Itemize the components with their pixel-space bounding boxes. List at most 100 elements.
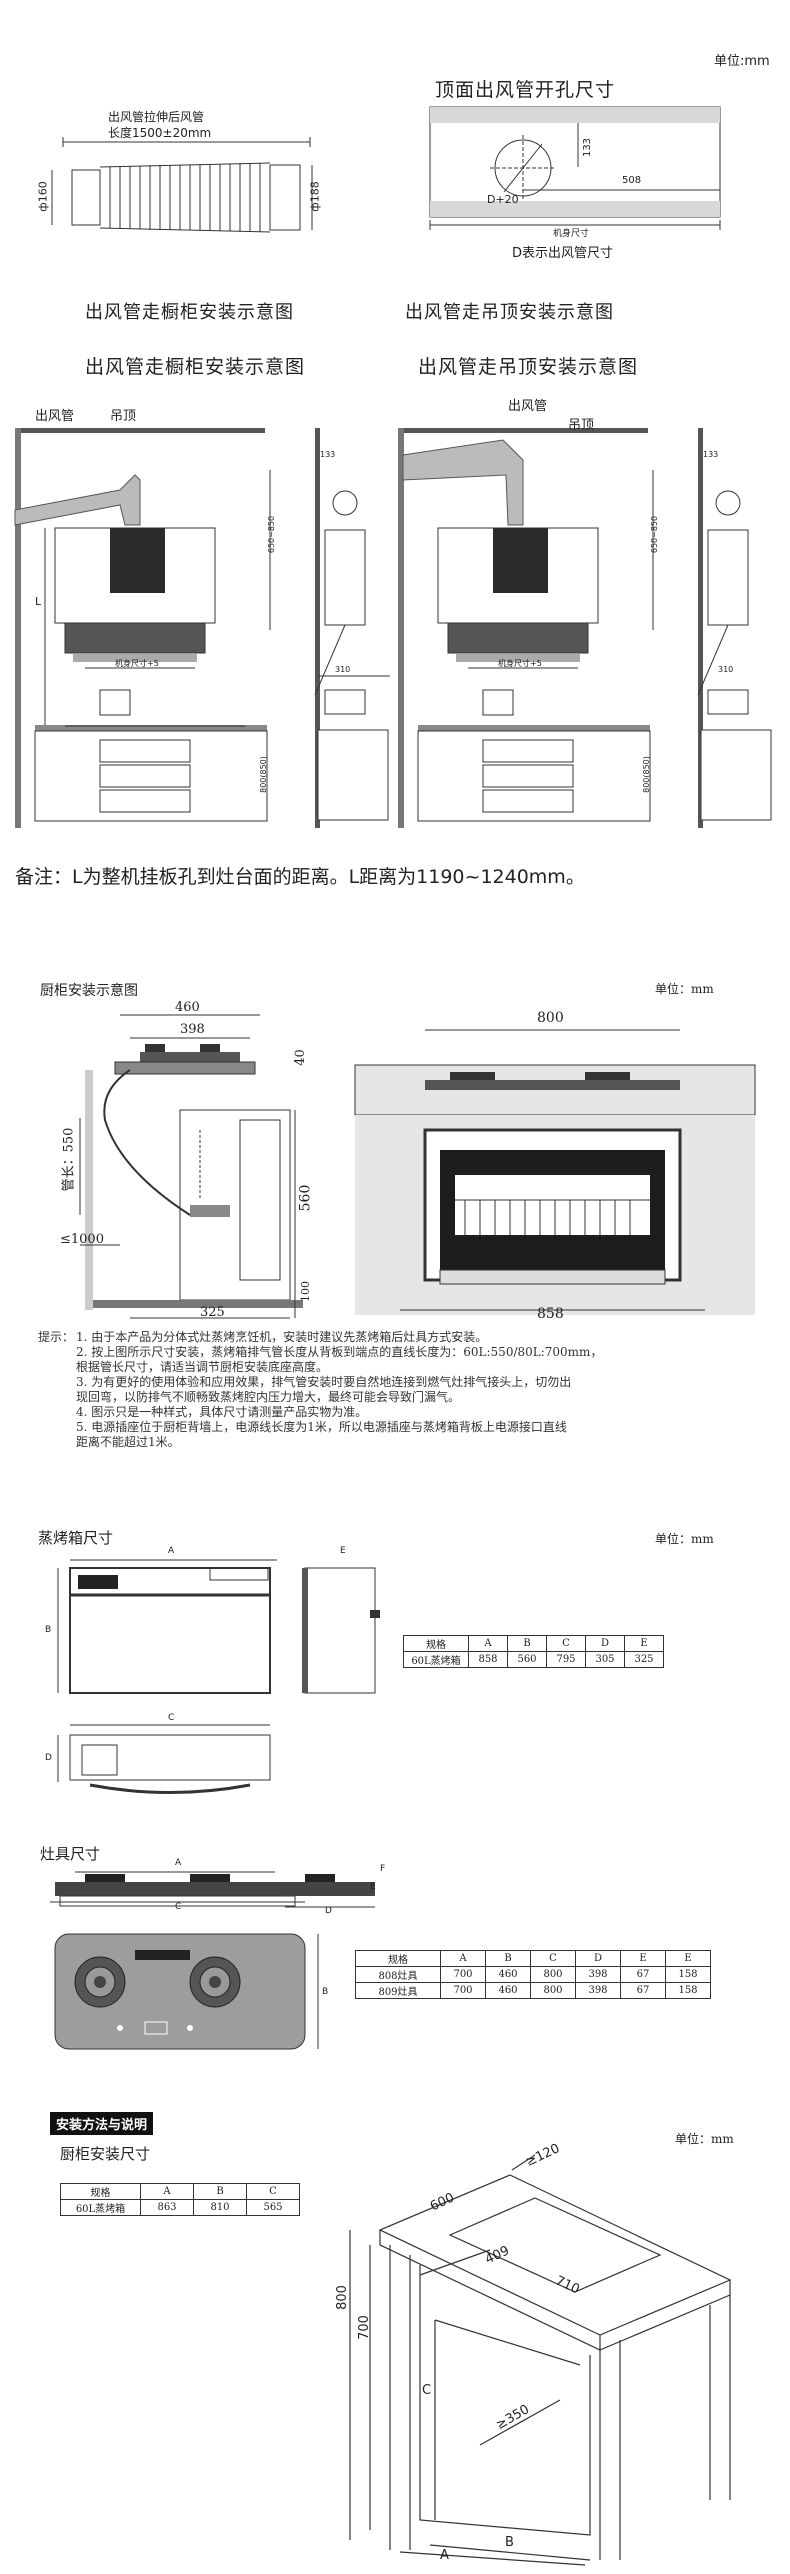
oven-letter-e: E [340,1546,346,1556]
hob-letter-e: E [370,1882,376,1892]
cab-dim-pipe: 管长：550 [61,1127,77,1192]
tip-line: 4. 图示只是一种样式，具体尺寸请测量产品实物为准。 [76,1405,368,1419]
cab-dim-100: 100 [299,1281,312,1302]
install-drawing-left [14,428,390,828]
heading-cabinet-2: 出风管走橱柜安装示意图 [85,356,306,378]
table-header: D [585,1635,625,1652]
table-cell: 800 [530,1982,576,1999]
tip-line: 1. 由于本产品为分体式灶蒸烤烹饪机，安装时建议先蒸烤箱后灶具方式安装。 [76,1330,488,1344]
table-header: 规格 [403,1635,469,1652]
install-drawing-right [398,428,772,828]
install-dim-310-left: 310 [335,665,351,674]
install-dim-310-right: 310 [718,665,734,674]
top-hole-dim-133: 133 [582,137,594,158]
table-cell: 60L蒸烤箱 [60,2199,141,2216]
hob-size-title: 灶具尺寸 [40,1845,101,1863]
oven-letter-d: D [45,1753,52,1763]
table-cell: 808灶具 [355,1966,441,1983]
duct-dia-right: ф188 [308,181,322,212]
duct-length-label-1: 出风管拉伸后风管 [108,110,205,124]
iso-dim-700: 700 [356,2315,372,2340]
top-hole-dim-d: D+20 [487,193,519,206]
install-diagram-cabinet: 出风管 吊顶 650~850 L 机身尺寸+5 310 133 800(850) [14,400,395,830]
table-header: A [140,2183,194,2200]
install-method-title: 厨柜安装尺寸 [60,2145,151,2163]
cabinet-side-view: 460 398 40 管长：550 ≤1000 560 100 325 [60,1000,320,1320]
top-hole-title: 顶面出风管开孔尺寸 [435,79,616,101]
hob-drawing [50,1871,375,2050]
iso-letter-b: B [505,2535,514,2550]
duct-drawing [51,137,313,233]
hob-letter-d: D [325,1906,332,1916]
table-header-row: 规格 A B C [60,2183,300,2200]
cabinet-iso-view: 600 ≥120 409 710 800 700 C ≥350 B A [330,2140,750,2566]
install-dim-133-right: 133 [703,450,719,459]
install-label-duct-right: 出风管 [508,399,548,414]
table-header: E [624,1635,664,1652]
table-row: 808灶具 700 460 800 398 67 158 [355,1966,711,1983]
install-dim-650-right: 650~850 [650,515,660,554]
hob-spec-table: 规格 A B C D E E 808灶具 700 460 800 398 67 … [355,1950,711,1999]
cab-dim-858: 858 [537,1306,564,1322]
hob-letter-a: A [175,1858,182,1868]
hob-letter-b: B [322,1987,329,1997]
table-cell: 158 [665,1982,711,1999]
table-cell: 863 [140,2199,194,2216]
install-note: 备注：L为整机挂板孔到灶台面的距离。L距离为1190~1240mm。 [15,866,585,888]
table-row: 809灶具 700 460 800 398 67 158 [355,1982,711,1999]
table-cell: 325 [624,1651,664,1668]
hob-letter-c: C [175,1902,182,1912]
table-header-row: 规格 A B C D E E [355,1950,711,1967]
table-header: B [507,1635,547,1652]
iso-dim-800: 800 [334,2285,350,2310]
table-cell: 700 [440,1982,486,1999]
oven-letter-a: A [168,1546,175,1556]
table-cell: 700 [440,1966,486,1983]
cabinet-install-title: 厨柜安装示意图 [40,983,138,999]
top-hole-dim-508: 508 [622,175,642,186]
top-hole-figure: 顶面出风管开孔尺寸 133 D+20 508 机身尺寸 D表示出风管尺寸 [429,75,730,285]
table-cell: 460 [485,1982,531,1999]
install-dim-body-right: 机身尺寸+5 [498,659,542,668]
install-label-duct-left: 出风管 [35,409,75,424]
heading-ceiling-2: 出风管走吊顶安装示意图 [418,356,639,378]
cab-dim-460: 460 [175,1000,200,1015]
install-diagram-ceiling: 出风管 吊顶 650~850 机身尺寸+5 310 133 800(850) [398,399,778,830]
install-dim-133-left: 133 [320,450,336,459]
table-cell: 305 [585,1651,625,1668]
duct-dia-left: ф160 [36,181,50,212]
tip-line: 5. 电源插座位于厨柜背墙上，电源线长度为1米，所以电源插座与蒸烤箱背板上电源接… [76,1420,567,1434]
table-cell: 810 [193,2199,247,2216]
table-cell: 398 [575,1982,621,1999]
tip-line: 现回弯，以防排气不顺畅致蒸烤腔内压力增大，最终可能会导致门漏气。 [76,1390,461,1404]
cabinet-install-unit: 单位：mm [655,982,714,996]
hob-drawings: A C D E F B [40,1858,460,2072]
table-cell: 158 [665,1966,711,1983]
tip-line: 距离不能超过1米。 [76,1435,180,1449]
table-cell: 858 [468,1651,508,1668]
table-row: 60L蒸烤箱 863 810 565 [60,2199,300,2216]
iso-letter-c: C [422,2383,432,2398]
install-dim-l: L [35,595,42,608]
table-cell: 60L蒸烤箱 [403,1651,469,1668]
iso-letter-a: A [440,2548,449,2563]
install-method-unit: 单位：mm [675,2132,734,2146]
install-label-ceiling-right: 吊顶 [568,418,595,433]
install-method-table: 规格 A B C 60L蒸烤箱 863 810 565 [60,2183,300,2216]
cabinet-iso-drawing [349,2154,732,2566]
cab-dim-560: 560 [297,1184,314,1212]
install-label-ceiling-left: 吊顶 [110,409,137,424]
table-header: A [440,1950,486,1967]
oven-letter-c: C [168,1713,175,1723]
table-cell: 560 [507,1651,547,1668]
table-header: E [620,1950,666,1967]
cab-dim-1000: ≤1000 [60,1232,104,1247]
tip-line: 3. 为有更好的使用体验和应用效果，排气管安装时要自然地连接到燃气灶排气接头上，… [76,1375,572,1389]
table-header-row: 规格 A B C D E [403,1635,664,1652]
tip-line: 根据管长尺寸，请适当调节厨柜安装底座高度。 [76,1360,329,1374]
table-header: C [546,1635,586,1652]
duct-length-label-2: 长度1500±20mm [108,126,212,140]
top-hole-caption: D表示出风管尺寸 [512,246,614,261]
table-header: C [246,2183,300,2200]
table-cell: 460 [485,1966,531,1983]
